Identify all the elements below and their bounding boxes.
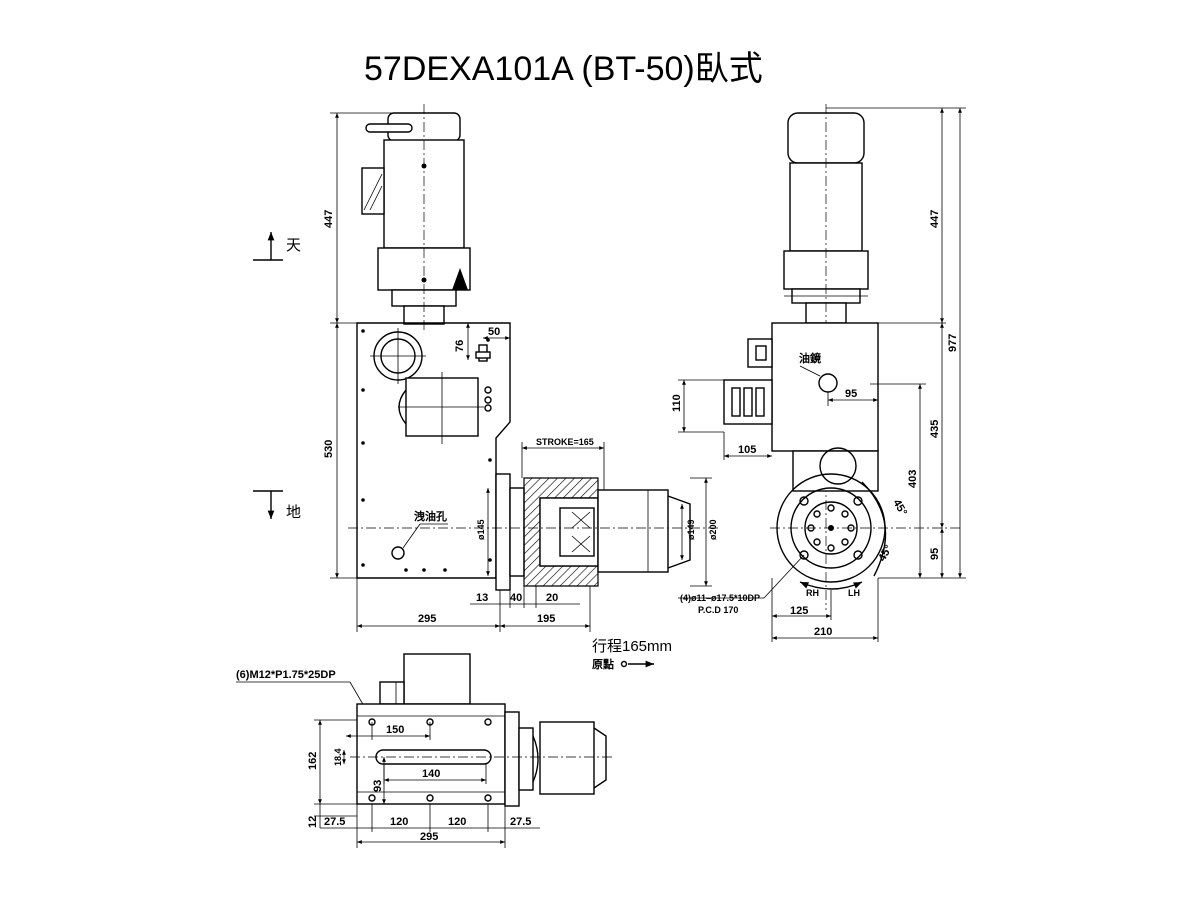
side-dim-95v: 95 <box>929 548 941 560</box>
side-pcd-note: P.C.D 170 <box>698 605 738 615</box>
side-rh-label: RH <box>806 588 819 598</box>
front-dim-295: 295 <box>418 613 436 625</box>
side-angle-45a: 45° <box>890 498 909 518</box>
direction-down-label: 地 <box>286 504 301 521</box>
side-dim-95h: 95 <box>845 388 857 400</box>
front-dim-phi149: ø149 <box>686 519 696 540</box>
front-dim-20: 20 <box>546 592 558 604</box>
front-dim-40: 40 <box>510 592 522 604</box>
side-dim-110: 110 <box>671 394 683 412</box>
side-dim-105: 105 <box>738 444 756 456</box>
bottom-dim-162: 162 <box>307 752 319 770</box>
front-drain-label: 洩油孔 <box>414 509 447 523</box>
bottom-dim-18-4: 18.4 <box>333 748 343 766</box>
front-dim-447: 447 <box>323 210 335 228</box>
side-dim-447: 447 <box>929 210 941 228</box>
front-dim-50: 50 <box>488 326 500 338</box>
bottom-dim-140: 140 <box>422 768 440 780</box>
side-dim-125: 125 <box>790 605 808 617</box>
bottom-dim-295: 295 <box>420 831 438 843</box>
bottom-dim-93: 93 <box>372 780 384 792</box>
origin-arrow-icon <box>620 660 654 668</box>
front-dim-195: 195 <box>537 613 555 625</box>
bottom-view: (6)M12*P1.75*25DP 150 <box>236 653 612 848</box>
bottom-dim-27-5a: 27.5 <box>324 816 345 828</box>
front-dim-530: 530 <box>323 440 335 458</box>
bottom-thread-note: (6)M12*P1.75*25DP <box>236 669 336 681</box>
bottom-dim-120b: 120 <box>448 816 466 828</box>
direction-up-marker: 天 <box>253 232 301 261</box>
direction-down-marker: 地 <box>253 490 301 521</box>
bottom-dim-27-5b: 27.5 <box>510 816 531 828</box>
bottom-dim-120a: 120 <box>390 816 408 828</box>
front-dim-phi200: ø200 <box>708 519 718 540</box>
side-view: 油鏡 RH LH 45° 45° <box>671 104 966 642</box>
front-dim-76: 76 <box>454 340 466 352</box>
bottom-dim-150: 150 <box>386 724 404 736</box>
direction-up-label: 天 <box>286 237 301 254</box>
side-dim-977: 977 <box>947 334 959 352</box>
side-hole-note: (4)ø11–ø17.5*10DP <box>680 593 760 603</box>
origin-note: 原點 <box>592 657 614 671</box>
front-dim-stroke: STROKE=165 <box>536 437 594 447</box>
side-angle-45b: 45° <box>876 543 895 563</box>
side-lh-label: LH <box>848 588 860 598</box>
bottom-dim-12: 12 <box>307 816 319 828</box>
side-dim-210: 210 <box>814 626 832 638</box>
stroke-note: 行程165mm <box>592 638 672 655</box>
drawing-title: 57DEXA101A (BT-50)臥式 <box>364 50 763 88</box>
front-dim-13: 13 <box>476 592 488 604</box>
front-view: 447 530 76 50 STROKE=165 ø145 ø149 ø200 … <box>323 104 720 632</box>
side-oil-label: 油鏡 <box>799 351 821 365</box>
front-dim-phi145: ø145 <box>476 519 486 540</box>
side-dim-435: 435 <box>929 420 941 438</box>
side-dim-403: 403 <box>907 470 919 488</box>
